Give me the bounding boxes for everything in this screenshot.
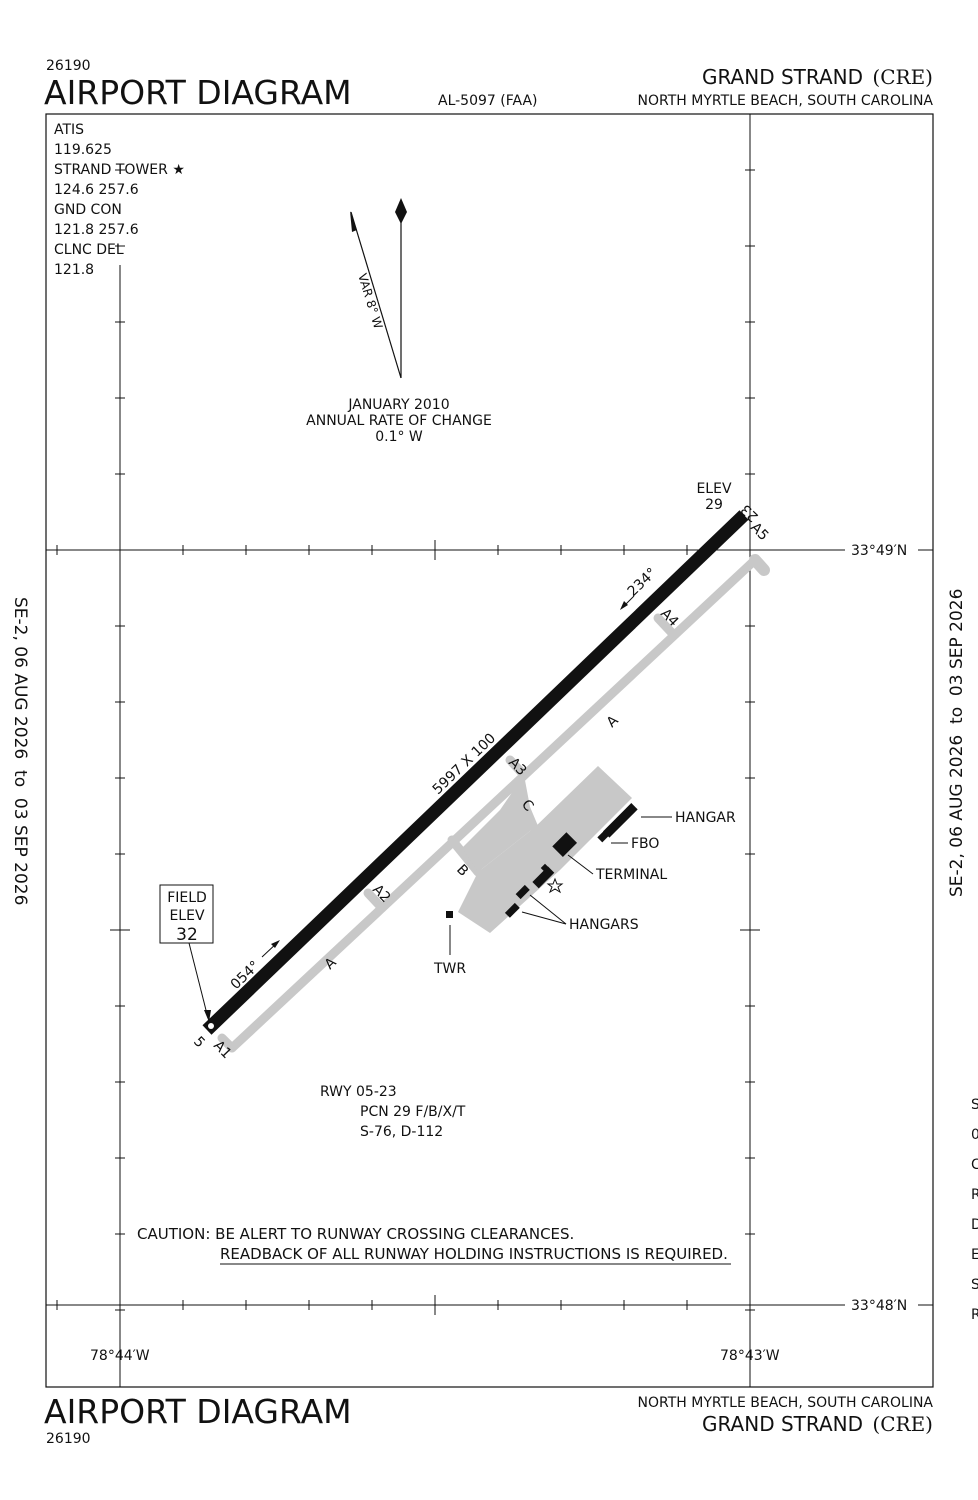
taxiway-b-label: B bbox=[453, 862, 471, 880]
procedure-id: AL-5097 (FAA) bbox=[438, 93, 538, 109]
freq-atis-value: 119.625 bbox=[54, 142, 112, 158]
freq-atis-label: ATIS bbox=[54, 122, 84, 138]
tower-label: TWR bbox=[433, 961, 466, 977]
hangar-building-2 bbox=[515, 884, 530, 900]
runway-end-5: 5 bbox=[190, 1034, 208, 1052]
field-elev-value: 32 bbox=[176, 925, 198, 945]
fbo-building bbox=[597, 830, 610, 843]
airport-name-label-bottom: GRAND STRAND bbox=[702, 1412, 863, 1436]
freq-tower-value: 124.6 257.6 bbox=[54, 182, 139, 198]
airport-id-label-bottom: (CRE) bbox=[872, 1412, 933, 1436]
hangar-building bbox=[603, 803, 638, 838]
hangar-building-1 bbox=[532, 866, 555, 889]
title-top: AIRPORT DIAGRAM bbox=[44, 73, 352, 112]
effective-date-left: SE-2, 06 AUG 2026 to 03 SEP 2026 bbox=[10, 597, 30, 905]
field-elev-line1: FIELD bbox=[167, 890, 207, 906]
runway-strength: S-76, D-112 bbox=[360, 1124, 443, 1140]
fbo-label: FBO bbox=[631, 836, 659, 852]
diagram-frame bbox=[45, 113, 934, 1388]
grid-ticks bbox=[56, 169, 760, 1315]
terminal-label: TERMINAL bbox=[595, 867, 667, 883]
field-elev-line2: ELEV bbox=[169, 908, 204, 924]
freq-ground-value: 121.8 257.6 bbox=[54, 222, 139, 238]
apron bbox=[458, 766, 632, 933]
location-bottom: NORTH MYRTLE BEACH, SOUTH CAROLINA bbox=[638, 1395, 934, 1411]
terminal-building bbox=[552, 832, 578, 858]
lat-north-label: 33°49′N bbox=[851, 543, 907, 559]
margin-letter: S bbox=[971, 1277, 978, 1293]
taxiway-system bbox=[217, 554, 770, 1053]
lon-east-label: 78°43′W bbox=[720, 1348, 780, 1364]
location-top: NORTH MYRTLE BEACH, SOUTH CAROLINA bbox=[638, 93, 934, 109]
freq-clnc-value: 121.8 bbox=[54, 262, 94, 278]
caution-line-1: CAUTION: BE ALERT TO RUNWAY CROSSING CLE… bbox=[137, 1225, 574, 1243]
facility-leaders bbox=[449, 816, 672, 955]
margin-letter: S bbox=[971, 1097, 978, 1113]
beacon-icon bbox=[546, 877, 564, 894]
elev-ne-label: ELEV bbox=[696, 481, 731, 497]
margin-letters: S 0 C R D E S R bbox=[971, 1097, 978, 1323]
margin-letter: D bbox=[971, 1217, 978, 1233]
airport-id-label: (CRE) bbox=[872, 65, 933, 89]
lat-south-label: 33°48′N bbox=[851, 1298, 907, 1314]
caution-line-2: READBACK OF ALL RUNWAY HOLDING INSTRUCTI… bbox=[220, 1245, 728, 1263]
buildings bbox=[446, 803, 638, 918]
margin-letter: R bbox=[971, 1307, 978, 1323]
freq-tower-label: STRAND TOWER ★ bbox=[54, 162, 185, 178]
chart-number-bottom: 26190 bbox=[46, 1431, 91, 1447]
hangar-building-3 bbox=[504, 902, 520, 918]
frequency-block: ATIS 119.625 STRAND TOWER ★ 124.6 257.6 … bbox=[54, 122, 185, 278]
runway-pcn: PCN 29 F/B/X/T bbox=[360, 1104, 466, 1120]
north-arrow: VAR 8° W bbox=[350, 198, 407, 379]
mag-rate-value: 0.1° W bbox=[375, 429, 423, 445]
margin-letter: C bbox=[971, 1157, 978, 1173]
variation-label: VAR 8° W bbox=[355, 272, 385, 331]
field-elev-box: FIELD ELEV 32 bbox=[159, 884, 214, 1022]
margin-letter: R bbox=[971, 1187, 978, 1203]
hangar-label: HANGAR bbox=[675, 810, 736, 826]
elev-ne-value: 29 bbox=[705, 497, 723, 513]
freq-ground-label: GND CON bbox=[54, 202, 122, 218]
chart-number-top: 26190 bbox=[46, 58, 91, 74]
mag-rate-label: ANNUAL RATE OF CHANGE bbox=[306, 413, 492, 429]
airport-name-bottom: GRAND STRAND (CRE) bbox=[702, 1412, 933, 1436]
effective-date-right: SE-2, 06 AUG 2026 to 03 SEP 2026 bbox=[947, 589, 967, 897]
lon-west-label: 78°44′W bbox=[90, 1348, 150, 1364]
runway-info-title: RWY 05-23 bbox=[320, 1084, 397, 1100]
tower-building bbox=[446, 911, 453, 918]
field-elev-point bbox=[208, 1023, 214, 1029]
taxiway-a-label-2: A bbox=[604, 712, 622, 730]
hangars-label: HANGARS bbox=[569, 917, 639, 933]
margin-letter: 0 bbox=[971, 1127, 978, 1143]
airport-name-label: GRAND STRAND bbox=[702, 65, 863, 89]
title-bottom: AIRPORT DIAGRAM bbox=[44, 1392, 352, 1431]
runway-05-23 bbox=[202, 510, 749, 1035]
airport-name-top: GRAND STRAND (CRE) bbox=[702, 65, 933, 89]
apron-taxiway-fill bbox=[462, 775, 534, 872]
mag-date: JANUARY 2010 bbox=[347, 397, 449, 413]
margin-letter: E bbox=[971, 1247, 978, 1263]
freq-clnc-label: CLNC DEL bbox=[54, 242, 124, 258]
